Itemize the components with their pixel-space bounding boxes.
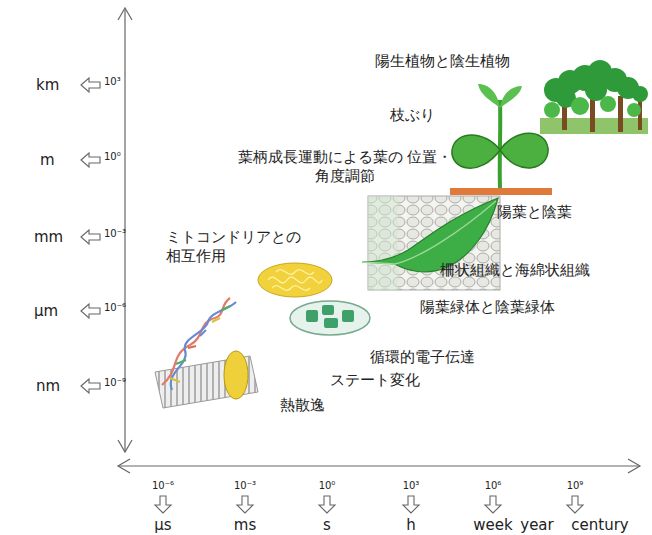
x-unit: century — [571, 516, 628, 535]
x-exponent: 10⁻⁶ — [152, 480, 174, 493]
scale-label: 循環的電子伝達 — [370, 348, 475, 367]
scale-label: 葉柄成長運動による葉の 位置・角度調節 — [230, 148, 460, 186]
y-unit: μm — [34, 302, 58, 321]
membrane-dna — [155, 298, 258, 408]
scale-label: 柵状組織と海綿状組織 — [440, 261, 590, 280]
y-exponent: 10⁰ — [104, 151, 121, 164]
x-unit: μs — [154, 516, 171, 535]
plant — [450, 84, 552, 195]
scale-label: ステート変化 — [330, 371, 420, 390]
scale-label: 陽葉と陰葉 — [497, 203, 572, 222]
x-exponent: 10⁶ — [485, 480, 502, 493]
y-unit: m — [40, 151, 55, 170]
y-unit: nm — [36, 377, 60, 396]
y-unit: mm — [34, 228, 63, 247]
x-unit: week — [473, 516, 512, 535]
x-tick-arrows — [155, 496, 583, 513]
y-exponent: 10³ — [104, 76, 121, 89]
x-exponent: 10⁻³ — [234, 480, 256, 493]
scale-label: 熱散逸 — [280, 396, 325, 415]
x-unit: h — [406, 516, 416, 535]
axes — [118, 8, 640, 473]
x-unit: ms — [234, 516, 256, 535]
x-unit: s — [323, 516, 331, 535]
y-unit: km — [36, 76, 59, 95]
scale-label: 枝ぶり — [390, 106, 435, 125]
y-exponent: 10⁻⁶ — [104, 302, 126, 315]
y-tick-arrows — [81, 78, 100, 393]
mitochondrion — [258, 263, 332, 297]
x-exponent: 10³ — [403, 480, 420, 493]
scale-label: 陽葉緑体と陰葉緑体 — [420, 298, 555, 317]
y-exponent: 10⁻³ — [104, 228, 126, 241]
x-unit: year — [520, 516, 553, 535]
x-exponent: 10⁹ — [567, 480, 584, 493]
trees — [540, 60, 648, 134]
scale-label: ミトコンドリアとの 相互作用 — [166, 228, 316, 266]
chloroplast — [290, 301, 370, 335]
x-exponent: 10⁰ — [319, 480, 336, 493]
scale-label: 陽生植物と陰生植物 — [375, 52, 510, 71]
y-exponent: 10⁻⁹ — [104, 377, 126, 390]
